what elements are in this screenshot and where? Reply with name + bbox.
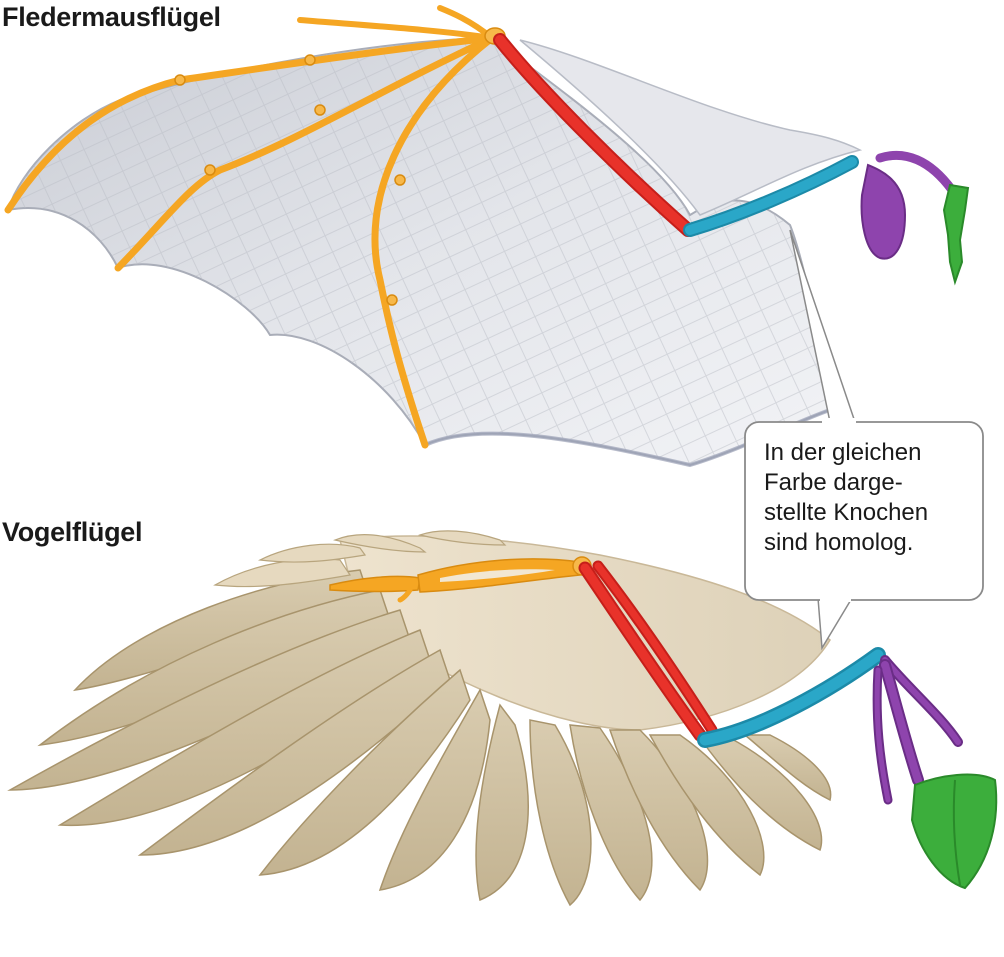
bat-wing xyxy=(4,5,970,468)
callout-line-4: sind homolog. xyxy=(764,529,914,556)
bird-alula xyxy=(397,587,413,603)
callout-pointer-down xyxy=(817,597,854,651)
bat-wing-title: Fledermausflügel xyxy=(2,2,221,32)
bird-covert-feathers xyxy=(213,530,507,588)
bird-upper-arm-fill xyxy=(699,649,884,746)
callout-line-2: Farbe darge- xyxy=(764,469,903,496)
bat-wing-leading-membrane xyxy=(519,39,863,216)
bird-hand-bones xyxy=(329,556,592,603)
bird-wing-title: Vogelflügel xyxy=(2,517,143,547)
bat-scapula xyxy=(860,163,907,260)
bird-secondary-feathers xyxy=(529,719,832,907)
bat-hand-joints xyxy=(174,27,506,306)
bat-finger-5 xyxy=(371,34,496,449)
bat-clavicle xyxy=(875,150,957,195)
bat-sternum xyxy=(942,183,970,286)
bat-forearm-fill xyxy=(495,35,693,235)
bird-carpometacarpus-opening xyxy=(440,569,555,582)
bat-wing-membrane-texture xyxy=(8,38,830,465)
callout-text: In der gleichen Farbe darge- stellte Kno… xyxy=(764,438,974,558)
bird-primary-feathers xyxy=(7,569,529,902)
bird-forearm xyxy=(578,560,718,742)
bird-shoulder-girdle xyxy=(872,655,963,805)
callout-box xyxy=(744,421,984,601)
callout-line-1: In der gleichen xyxy=(764,439,922,466)
callout-line-3: stellte Knochen xyxy=(764,499,929,526)
bird-digit xyxy=(329,575,421,593)
bat-upper-arm-fill xyxy=(685,157,857,235)
bat-finger-4 xyxy=(114,34,496,272)
bird-wing xyxy=(7,530,998,907)
bat-finger-2 xyxy=(297,17,495,41)
callout-bubble xyxy=(744,229,984,651)
